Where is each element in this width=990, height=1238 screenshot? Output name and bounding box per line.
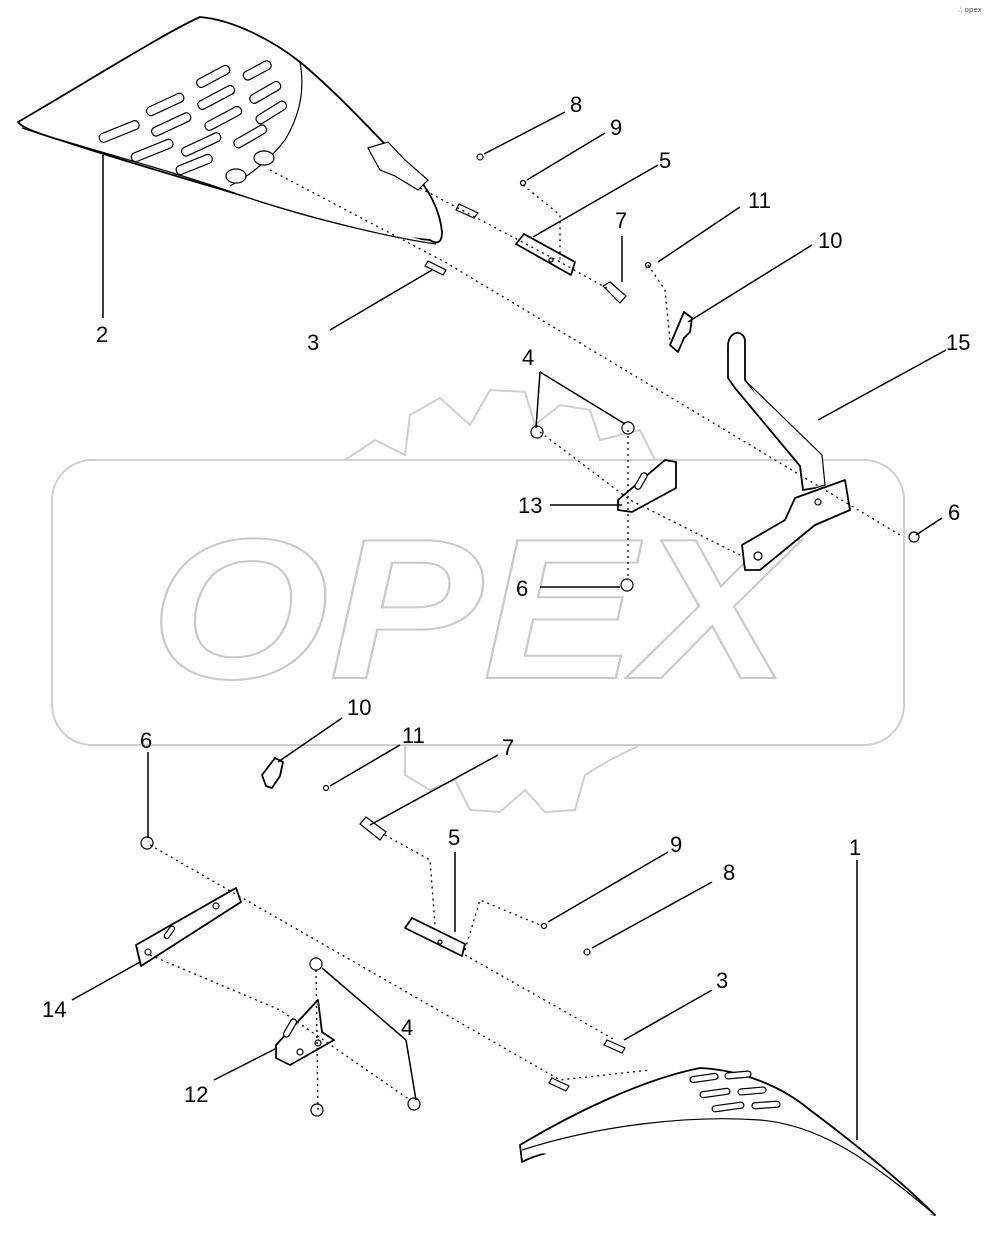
bracket-12-body [275, 999, 335, 1066]
bracket-13-body [617, 459, 677, 513]
washer-9-bottom [540, 922, 548, 930]
watermark-gear-outline [344, 388, 656, 814]
callout-11-bottom: 11 [402, 723, 425, 748]
clip-10-bottom [261, 757, 284, 789]
bracket-15-hole [753, 551, 763, 561]
callout-5-top: 5 [659, 148, 671, 173]
bracket-12-slot [282, 1018, 298, 1038]
callout-13: 13 [518, 493, 542, 518]
bolt-4-bottom-a [309, 957, 323, 971]
callout-3-top: 3 [307, 330, 319, 355]
callout-7-bottom: 7 [502, 735, 514, 760]
bolt-4-top-b [621, 421, 635, 435]
bolt-4-top-a [530, 425, 544, 439]
callout-6-right: 6 [948, 500, 960, 525]
bracket-15-plate [741, 479, 851, 571]
callout-5-bottom: 5 [448, 825, 460, 850]
callout-12: 12 [184, 1082, 208, 1107]
screw-8-top [476, 153, 484, 161]
corner-mark: ∴ opex [958, 6, 982, 14]
strap-5-top-body [515, 233, 576, 276]
bolt-3-top-b [424, 260, 447, 276]
callout-10-top: 10 [818, 228, 842, 253]
callout-6-center: 6 [516, 576, 528, 601]
angle-bracket-13 [617, 459, 677, 513]
bar-14-body [135, 887, 242, 967]
shield-2-body [17, 16, 443, 244]
pin-7-top [602, 281, 627, 304]
callout-14: 14 [42, 997, 66, 1022]
bolt-3-bottom-a [603, 1039, 626, 1054]
shield-part-1 [519, 1067, 936, 1216]
washer-9-top [519, 179, 527, 187]
callout-8-top: 8 [570, 92, 582, 117]
callout-6-left: 6 [140, 728, 152, 753]
bar-14-slot [163, 925, 176, 940]
angle-bracket-12 [275, 999, 335, 1066]
pin-7-bottom [359, 816, 387, 841]
shield-2-bracket-tab [367, 141, 429, 191]
callout-4-top: 4 [522, 345, 534, 370]
callout-11-top: 11 [748, 188, 771, 213]
shield-2-vent-slots [98, 60, 288, 176]
bracket-13-slot [634, 472, 648, 490]
screw-11-bottom [322, 784, 330, 792]
flat-bar-14 [135, 887, 242, 967]
callout-3-bottom: 3 [716, 968, 728, 993]
callout-numbers: 2 3 8 9 5 7 11 10 15 4 13 6 6 10 11 7 6 … [42, 92, 970, 1107]
nut-6-left [140, 836, 154, 850]
shield-1-vent-slots [689, 1070, 781, 1113]
opex-watermark: OPEX [51, 388, 905, 814]
strap-5-top-hole [548, 257, 554, 263]
bracket-12-hole [296, 1048, 304, 1056]
callout-4-bottom: 4 [401, 1015, 413, 1040]
bracket-15-rod-2 [749, 384, 826, 489]
screw-8-bottom [583, 948, 591, 956]
callout-15: 15 [946, 330, 970, 355]
watermark-frame [51, 459, 905, 746]
strap-5-bottom-hole [437, 939, 443, 945]
leader-lines [71, 111, 947, 1140]
callout-7-top: 7 [615, 208, 627, 233]
shield-2-mount-bosses [225, 150, 275, 184]
strap-5-bottom [404, 917, 466, 957]
shield-part-2 [17, 16, 443, 245]
callout-9-bottom: 9 [670, 832, 682, 857]
shield-2-inner-edge [229, 61, 303, 187]
bar-14-hole-2 [212, 902, 220, 910]
assembly-guide-lines [149, 169, 901, 1111]
callout-10-bottom: 10 [347, 695, 371, 720]
callout-8-bottom: 8 [723, 860, 735, 885]
bracket-15-hole-2 [814, 498, 822, 506]
clip-10-top [669, 311, 693, 353]
strap-5-bottom-body [404, 917, 466, 957]
watermark-text: OPEX [150, 498, 802, 721]
bolt-4-bottom-b [407, 1097, 421, 1111]
callout-2: 2 [96, 322, 108, 347]
shield-2-rim [21, 127, 437, 245]
support-bracket-15 [727, 332, 851, 571]
bracket-12-hole-2 [314, 1039, 322, 1047]
shield-1-rim [521, 1118, 936, 1216]
bar-14-hole [144, 948, 152, 956]
nut-6-bottom [310, 1103, 324, 1117]
callout-1: 1 [849, 835, 861, 860]
strap-5-top [515, 233, 576, 276]
bolt-3-bottom-b [548, 1077, 570, 1092]
callout-9-top: 9 [610, 115, 622, 140]
nut-6-center [620, 578, 634, 592]
bolt-3-top-a [455, 203, 479, 219]
